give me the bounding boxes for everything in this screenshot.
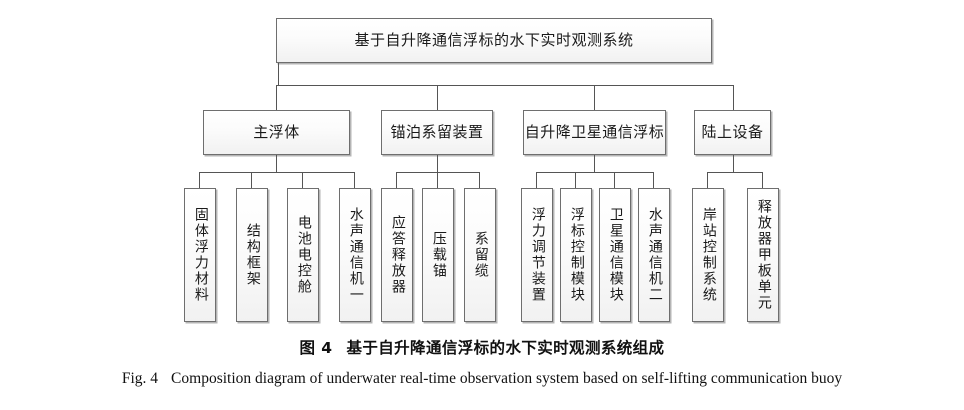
connector-drop-branch-1 bbox=[276, 85, 277, 110]
connector-drop-branch-3 bbox=[594, 85, 595, 110]
connector-drop-branch-2 bbox=[437, 85, 438, 110]
figure-number-en: Fig. 4 bbox=[121, 370, 159, 387]
node-leaf-solid-buoyancy-material: 固体浮力材料 bbox=[184, 188, 216, 322]
connector-drop-leaf-2-1 bbox=[396, 172, 397, 188]
figure-caption-chinese: 图 4 基于自升降通信浮标的水下实时观测系统组成 bbox=[0, 336, 964, 358]
connector-drop-leaf-1-2 bbox=[251, 172, 252, 188]
connector-level2-bus bbox=[276, 85, 734, 86]
node-branch-satellite-buoy: 自升降卫星通信浮标 bbox=[523, 110, 666, 155]
connector-stem-branch-2 bbox=[437, 155, 438, 172]
node-leaf-mooring-cable: 系留缆 bbox=[464, 188, 496, 322]
node-leaf-structural-frame: 结构框架 bbox=[236, 188, 268, 322]
connector-drop-leaf-3-3 bbox=[614, 172, 615, 188]
node-leaf-ballast-anchor: 压载锚 bbox=[422, 188, 454, 322]
connector-drop-leaf-3-2 bbox=[575, 172, 576, 188]
connector-drop-leaf-4-2 bbox=[762, 172, 763, 188]
connector-drop-leaf-4-1 bbox=[707, 172, 708, 188]
figure-caption-english: Fig. 4 Composition diagram of underwater … bbox=[0, 370, 964, 388]
node-leaf-shore-control-system: 岸站控制系统 bbox=[692, 188, 724, 322]
connector-drop-leaf-3-4 bbox=[653, 172, 654, 188]
node-leaf-buoy-control-module: 浮标控制模块 bbox=[560, 188, 592, 322]
figure-caption-en-text: Composition diagram of underwater real-t… bbox=[171, 370, 843, 387]
connector-stem-branch-1 bbox=[276, 155, 277, 172]
node-leaf-buoyancy-adjust-device: 浮力调节装置 bbox=[521, 188, 553, 322]
node-branch-mooring: 锚泊系留装置 bbox=[381, 110, 493, 155]
connector-drop-leaf-1-1 bbox=[199, 172, 200, 188]
node-leaf-satellite-comm-module: 卫星通信模块 bbox=[599, 188, 631, 322]
connector-stem-branch-4 bbox=[733, 155, 734, 172]
node-leaf-acoustic-modem-2: 水声通信机二 bbox=[638, 188, 670, 322]
node-leaf-acoustic-modem-1: 水声通信机一 bbox=[339, 188, 371, 322]
system-composition-diagram: 基于自升降通信浮标的水下实时观测系统 主浮体 锚泊系留装置 自升降卫星通信浮标 … bbox=[184, 18, 779, 322]
connector-stem-branch-3 bbox=[594, 155, 595, 172]
node-branch-main-float: 主浮体 bbox=[203, 110, 350, 155]
connector-drop-leaf-2-2 bbox=[437, 172, 438, 188]
connector-root-stem bbox=[278, 63, 279, 85]
connector-drop-branch-4 bbox=[733, 85, 734, 110]
connector-drop-leaf-1-3 bbox=[302, 172, 303, 188]
connector-bus-branch-1 bbox=[199, 172, 354, 173]
connector-bus-branch-3 bbox=[536, 172, 653, 173]
figure-caption-cn-text: 基于自升降通信浮标的水下实时观测系统组成 bbox=[346, 339, 665, 357]
node-leaf-battery-control-cabin: 电池电控舱 bbox=[287, 188, 319, 322]
connector-bus-branch-4 bbox=[707, 172, 762, 173]
connector-drop-leaf-3-1 bbox=[536, 172, 537, 188]
figure-number-cn: 图 4 bbox=[299, 339, 333, 357]
connector-drop-leaf-2-3 bbox=[479, 172, 480, 188]
node-leaf-release-deck-unit: 释放器甲板单元 bbox=[747, 188, 779, 322]
connector-drop-leaf-1-4 bbox=[354, 172, 355, 188]
node-leaf-acoustic-release: 应答释放器 bbox=[381, 188, 413, 322]
node-root-system: 基于自升降通信浮标的水下实时观测系统 bbox=[276, 18, 712, 63]
node-branch-shore-equipment: 陆上设备 bbox=[694, 110, 771, 155]
